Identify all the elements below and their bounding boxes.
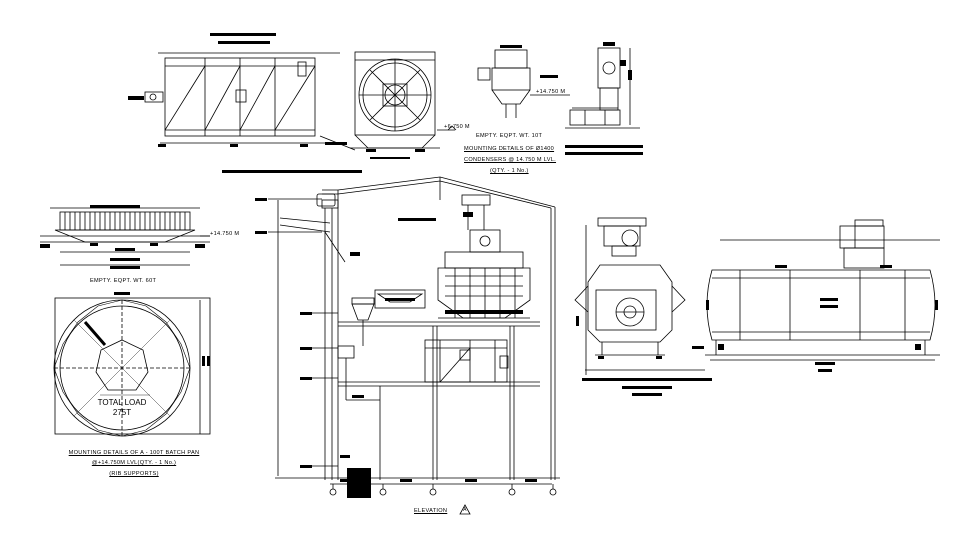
- batch-pan-title-line3: (RIB SUPPORTS): [109, 471, 159, 477]
- condenser-title-line3: (QTY. - 1 No.): [490, 168, 529, 174]
- section-mark: A: [463, 507, 467, 513]
- condenser-detail-views: [477, 42, 643, 155]
- crystallizer-side-view: [128, 33, 362, 173]
- batch-pan-level-tag: +14.750 M: [210, 231, 240, 237]
- condenser-level-tag: +14.750 M: [536, 89, 566, 95]
- total-load-value: 275T: [112, 408, 132, 417]
- batch-pan-weight-note: EMPTY. EQPT. WT. 60T: [90, 278, 157, 284]
- batch-pan-plan: [53, 292, 211, 437]
- crystallizer-level-tag: +6.750 M: [444, 124, 470, 130]
- batch-pan-title-line1: MOUNTING DETAILS OF A - 100T BATCH PAN: [68, 450, 200, 456]
- building-elevation: [255, 176, 560, 515]
- condenser-title-line1: MOUNTING DETAILS OF Ø1400: [464, 146, 555, 152]
- crystallizer-side-view-large: [705, 219, 940, 372]
- total-load-label: TOTAL LOAD: [97, 398, 147, 407]
- batch-pan-title-line2: @+14.750M LVL(QTY. - 1 No.): [91, 460, 177, 466]
- condenser-weight-note: EMPTY. EQPT. WT. 10T: [476, 133, 543, 139]
- crystallizer-end-view-large: [574, 217, 712, 396]
- elevation-title: ELEVATION: [414, 508, 448, 514]
- crystallizer-end-view: [350, 51, 457, 159]
- batch-pan-elevation: [40, 205, 210, 269]
- condenser-title-line2: CONDENSERS @ 14.750 M LVL.: [464, 157, 557, 163]
